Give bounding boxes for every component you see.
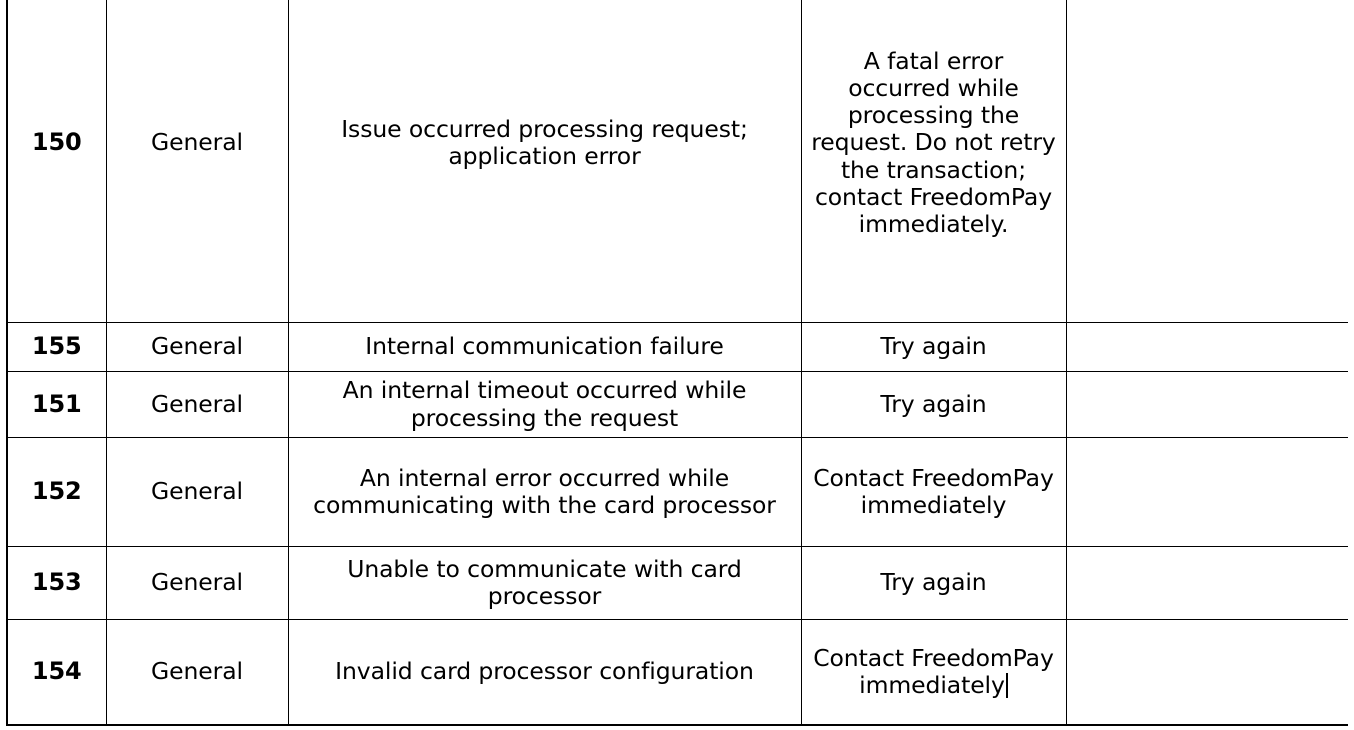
table-row[interactable]: 152 General An internal error occurred w… — [6, 437, 1349, 547]
type-value: General — [151, 332, 243, 361]
type-value: General — [151, 389, 243, 418]
cell-extra — [1065, 437, 1349, 547]
text-cursor-caret — [1005, 673, 1008, 699]
cell-remedy: Contact FreedomPay immediately — [800, 437, 1067, 547]
cell-type: General — [105, 619, 289, 726]
cell-extra — [1065, 322, 1349, 372]
type-value: General — [151, 657, 243, 686]
cell-code: 150 — [6, 0, 107, 323]
cell-description: Issue occurred processing request; appli… — [287, 0, 802, 323]
description-value: Issue occurred processing request; appli… — [341, 114, 748, 170]
extra-value — [1067, 669, 1349, 675]
code-value: 154 — [31, 657, 82, 686]
cell-type: General — [105, 437, 289, 547]
cell-code: 155 — [6, 322, 107, 372]
table-row[interactable]: 153 General Unable to communicate with c… — [6, 546, 1349, 620]
table-viewport: 150 General Issue occurred processing re… — [6, 0, 1348, 730]
description-value: An internal error occurred while communi… — [313, 463, 776, 519]
table-row[interactable]: 151 General An internal timeout occurred… — [6, 371, 1349, 438]
type-value: General — [151, 568, 243, 597]
code-value: 150 — [31, 128, 82, 157]
cell-code: 152 — [6, 437, 107, 547]
response-code-table: 150 General Issue occurred processing re… — [6, 0, 1348, 726]
table-row[interactable]: 155 General Internal communication failu… — [6, 322, 1349, 372]
cell-remedy: Try again — [800, 371, 1067, 438]
cell-code: 153 — [6, 546, 107, 620]
cell-type: General — [105, 0, 289, 323]
cell-extra — [1065, 546, 1349, 620]
remedy-text: Contact FreedomPay immediately — [813, 643, 1054, 699]
code-value: 155 — [31, 332, 82, 361]
cell-remedy: Try again — [800, 546, 1067, 620]
extra-value — [1067, 344, 1349, 350]
table-row[interactable]: 154 General Invalid card processor confi… — [6, 619, 1349, 726]
cell-description: Internal communication failure — [287, 322, 802, 372]
cell-type: General — [105, 546, 289, 620]
code-value: 153 — [31, 568, 82, 597]
cell-type: General — [105, 322, 289, 372]
remedy-value: A fatal error occurred while processing … — [811, 46, 1056, 239]
remedy-value: Try again — [880, 332, 987, 361]
remedy-value: Contact FreedomPay immediately — [813, 463, 1054, 519]
cell-description: An internal error occurred while communi… — [287, 437, 802, 547]
cell-extra — [1065, 371, 1349, 438]
cell-remedy: Try again — [800, 322, 1067, 372]
table-row[interactable]: 150 General Issue occurred processing re… — [6, 0, 1349, 323]
cell-description: Unable to communicate with card processo… — [287, 546, 802, 620]
cell-remedy[interactable]: Contact FreedomPay immediately — [800, 619, 1067, 726]
cell-remedy: A fatal error occurred while processing … — [800, 0, 1067, 323]
cell-code: 151 — [6, 371, 107, 438]
cell-code: 154 — [6, 619, 107, 726]
code-value: 151 — [31, 389, 82, 418]
extra-value — [1067, 402, 1349, 408]
description-value: Internal communication failure — [365, 332, 724, 361]
extra-value — [1067, 580, 1349, 586]
description-value: An internal timeout occurred while proce… — [342, 376, 747, 432]
cell-description: Invalid card processor configuration — [287, 619, 802, 726]
description-value: Invalid card processor configuration — [335, 657, 754, 686]
table-body: 150 General Issue occurred processing re… — [6, 0, 1349, 726]
extra-value — [1067, 489, 1349, 495]
cell-description: An internal timeout occurred while proce… — [287, 371, 802, 438]
description-value: Unable to communicate with card processo… — [347, 554, 742, 610]
code-value: 152 — [31, 477, 82, 506]
extra-value — [1067, 140, 1349, 146]
remedy-value: Try again — [880, 389, 987, 418]
remedy-value: Try again — [880, 568, 987, 597]
type-value: General — [151, 477, 243, 506]
cell-extra — [1065, 0, 1349, 323]
cell-type: General — [105, 371, 289, 438]
cell-extra — [1065, 619, 1349, 726]
remedy-editable-value[interactable]: Contact FreedomPay immediately — [802, 642, 1066, 703]
type-value: General — [151, 128, 243, 157]
